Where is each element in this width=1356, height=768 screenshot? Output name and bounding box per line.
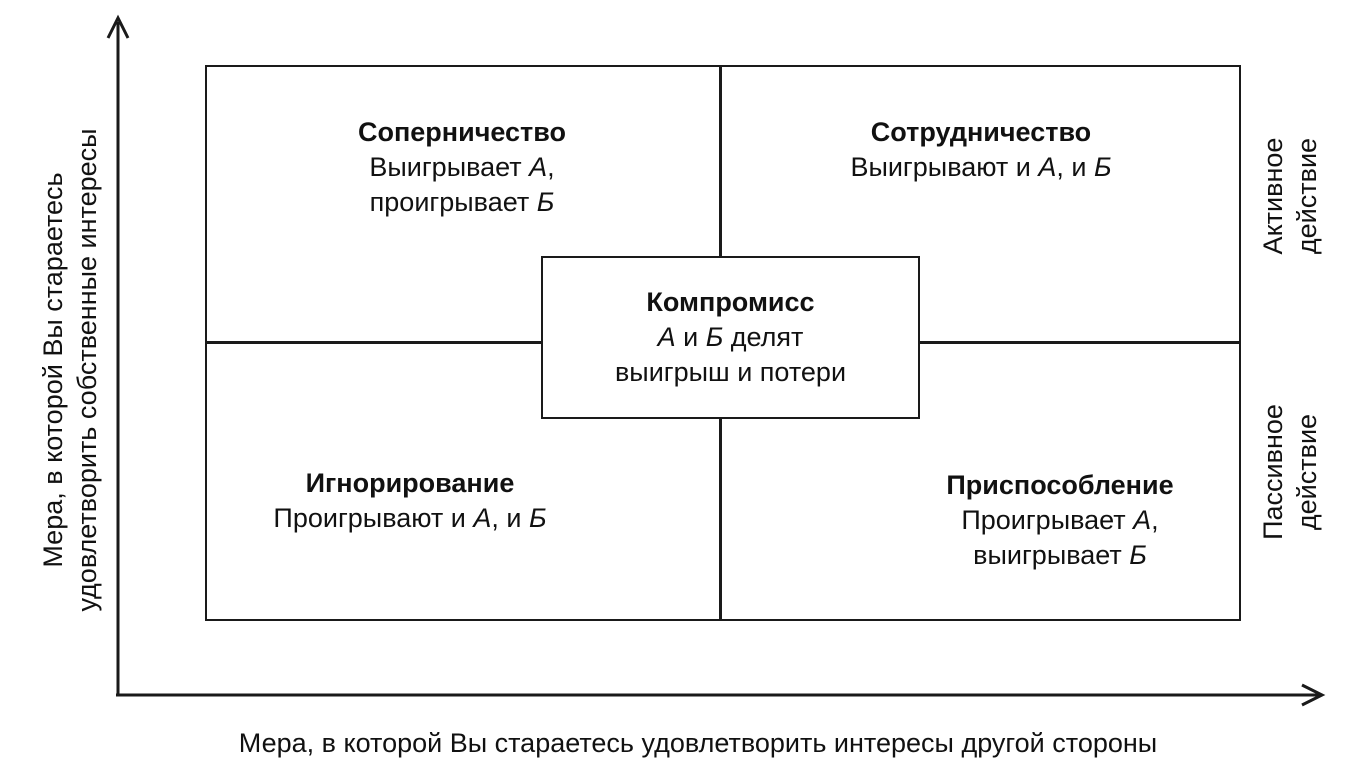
passive-action-label: Пассивное действие [1256, 362, 1324, 582]
compromise-line: выигрыш и потери [614, 357, 847, 387]
text-fragment: проигрывает [369, 187, 537, 217]
variable-b: Б [536, 187, 555, 217]
text-fragment: делят [723, 322, 804, 352]
quadrant-line: Проигрывает А, [800, 503, 1320, 538]
text-fragment: , [1151, 505, 1159, 535]
side-label-line: Пассивное [1258, 404, 1288, 540]
text-fragment: и [675, 322, 706, 352]
text-fragment: выигрывает [973, 540, 1130, 570]
text-fragment: , и [1056, 152, 1094, 182]
variable-a: А [657, 322, 676, 352]
text-fragment: Выигрывает [369, 152, 530, 182]
active-action-label: Активное действие [1256, 86, 1324, 306]
variable-b: Б [1129, 540, 1147, 570]
variable-a: А [473, 503, 492, 533]
quadrant-line: Проигрывают и А, и Б [150, 501, 670, 536]
compromise-title: Компромисс [646, 287, 815, 317]
variable-b: Б [705, 322, 724, 352]
text-fragment: , [547, 152, 555, 182]
quadrant-title: Соперничество [357, 117, 567, 147]
variable-a: А [1133, 505, 1152, 535]
text-fragment: Выигрывают и [850, 152, 1039, 182]
side-label-line: Активное [1258, 137, 1288, 255]
variable-a: А [529, 152, 548, 182]
variable-b: Б [529, 503, 547, 533]
quadrant-accommodation: Приспособление Проигрывает А, выигрывает… [800, 468, 1320, 573]
text-fragment: Проигрывают и [273, 503, 474, 533]
quadrant-line: Выигрывают и А, и Б [721, 150, 1241, 185]
compromise-box: Компромисс А и Б делят выигрыш и потери [541, 256, 920, 419]
quadrant-title: Игнорирование [305, 468, 515, 498]
text-fragment: , и [491, 503, 529, 533]
x-axis-label: Мера, в которой Вы стараетесь удовлетвор… [238, 728, 1158, 758]
y-axis-label-line: удовлетворить собственные интересы [72, 128, 102, 612]
quadrant-competition: Соперничество Выигрывает А, проигрывает … [205, 115, 719, 220]
side-label-line: действие [1292, 413, 1322, 531]
quadrant-title: Сотрудничество [870, 117, 1092, 147]
quadrant-avoidance: Игнорирование Проигрывают и А, и Б [150, 466, 670, 536]
quadrant-line: проигрывает Б [205, 185, 719, 220]
quadrant-line: Выигрывает А, [205, 150, 719, 185]
compromise-line: А и Б делят [658, 320, 804, 355]
quadrant-title: Приспособление [946, 470, 1174, 500]
text-fragment: Проигрывает [961, 505, 1134, 535]
variable-a: А [1038, 152, 1057, 182]
x-axis-arrowhead [1301, 683, 1326, 707]
y-axis-label: Мера, в которой Вы стараетесь удовлетвор… [36, 50, 104, 690]
quadrant-collaboration: Сотрудничество Выигрывают и А, и Б [721, 115, 1241, 185]
y-axis-label-line: Мера, в которой Вы стараетесь [38, 172, 68, 568]
quadrant-line: выигрывает Б [800, 538, 1320, 573]
variable-b: Б [1093, 152, 1112, 182]
y-axis-arrowhead [106, 14, 130, 39]
side-label-line: действие [1292, 137, 1322, 255]
